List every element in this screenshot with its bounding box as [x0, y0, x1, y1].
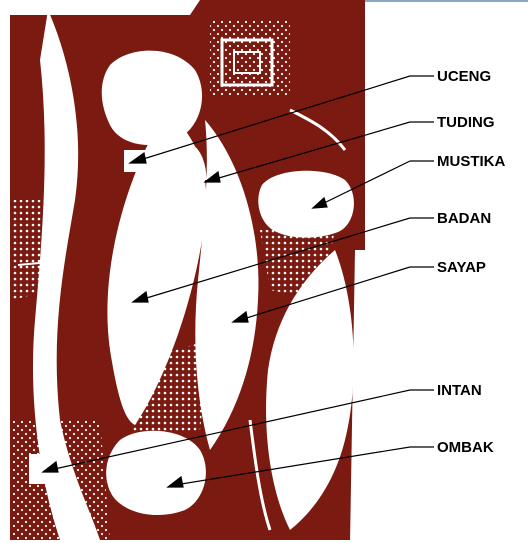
top-white-strip — [10, 0, 200, 15]
callout-labels: UCENG TUDING MUSTIKA BADAN SAYAP INTAN O… — [437, 68, 505, 456]
label-mustika: MUSTIKA — [437, 153, 505, 170]
label-intan: INTAN — [437, 382, 482, 399]
label-sayap: SAYAP — [437, 259, 486, 276]
label-ombak: OMBAK — [437, 439, 494, 456]
mustika-oval — [258, 171, 354, 238]
label-tuding: TUDING — [437, 114, 495, 131]
label-uceng: UCENG — [437, 68, 491, 85]
round-shape-top — [102, 51, 202, 145]
batik-pattern-illustration — [0, 0, 365, 543]
bottom-round-shape — [106, 431, 206, 515]
left-white-band — [0, 0, 10, 543]
label-badan: BADAN — [437, 210, 491, 227]
